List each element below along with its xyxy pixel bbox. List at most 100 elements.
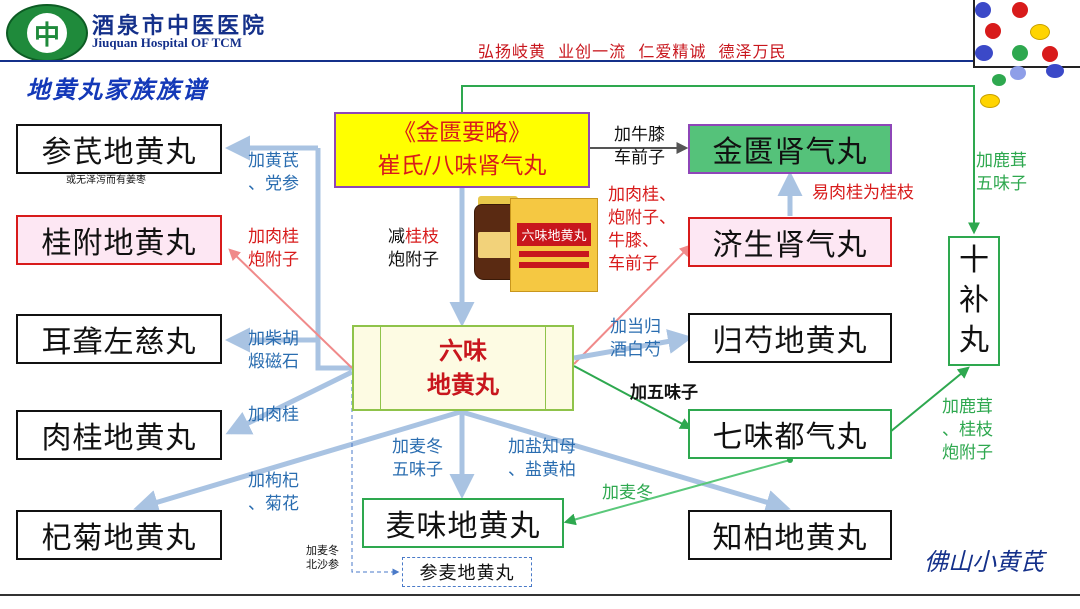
arrow-to-shenmai <box>351 380 400 576</box>
reduce-prefix: 减 <box>388 227 405 247</box>
label-line: 炮附子 <box>942 443 993 463</box>
box-origin-bawei: 《金匮要略》 崔氏/八味肾气丸 <box>334 112 590 188</box>
label-line: 车前子 <box>614 148 665 168</box>
box-maiwei-label: 麦味地黄丸 <box>385 509 541 544</box>
page-title: 地黄丸家族族谱 <box>26 75 208 104</box>
dot-icon <box>985 23 1001 39</box>
dot-icon <box>1042 46 1058 62</box>
box-maiwei-dihuang: 麦味地黄丸 <box>362 498 564 548</box>
label-to-rougui: 加肉桂 <box>248 405 299 425</box>
label-line: 炮附子 <box>248 250 299 270</box>
box-shenmai-label: 参麦地黄丸 <box>419 563 515 584</box>
label-line: 煅磁石 <box>248 352 299 372</box>
reduce-guizhi: 桂枝 <box>405 227 439 247</box>
hospital-slogan: 弘扬岐黄 业创一流 仁爱精诚 德泽万民 <box>478 42 787 61</box>
label-line: 加盐知母 <box>508 437 576 457</box>
center-line2: 地黄丸 <box>427 370 499 399</box>
label-line: 五味子 <box>976 174 1027 194</box>
label-to-jisheng: 加肉桂、 炮附子、 牛膝、 车前子 <box>608 184 676 276</box>
box-guifu-dihuang: 桂附地黄丸 <box>16 215 222 265</box>
label-line: 北沙参 <box>306 558 339 571</box>
box-jisheng-shenqi: 济生肾气丸 <box>688 217 892 267</box>
arrow-origin-to-shibu <box>461 85 980 235</box>
product-stripe <box>519 261 589 268</box>
box-zhibai-label: 知柏地黄丸 <box>712 521 868 556</box>
label-jisheng-to-jingui: 易肉桂为桂枝 <box>812 183 914 203</box>
label-line: 加肉桂、 <box>608 185 676 205</box>
label-line: 加牛膝 <box>614 125 665 145</box>
dot-icon <box>975 2 991 18</box>
arrow-to-qiwei <box>573 365 693 430</box>
dot-icon <box>975 45 993 61</box>
label-to-shenqi: 加黄芪 、党参 <box>248 150 299 196</box>
box-jingui-label: 金匮肾气丸 <box>712 135 868 170</box>
hospital-logo: 中 <box>6 4 88 62</box>
label-line: 加枸杞 <box>248 471 299 491</box>
arrow-to-qiju <box>133 409 461 515</box>
box-erlong-label: 耳聋左慈丸 <box>41 325 197 360</box>
product-package: 六味地黄丸 <box>510 198 598 292</box>
arrow-to-guishao <box>573 329 693 361</box>
box-qiju-dihuang: 杞菊地黄丸 <box>16 510 222 560</box>
label-reduce: 减桂枝 炮附子 <box>388 226 439 272</box>
corner-divider-vertical <box>973 0 975 68</box>
product-name: 六味地黄丸 <box>517 222 591 246</box>
arrow-to-jisheng <box>573 244 692 365</box>
center-line1: 六味 <box>439 336 487 365</box>
dot-icon <box>1012 2 1028 18</box>
arrow-qiwei-to-maiwei <box>563 459 791 526</box>
box-shibu-wan: 十 补 丸 <box>948 236 1000 366</box>
hospital-name-en: Jiuquan Hospital OF TCM <box>92 35 242 50</box>
author-signature: 佛山小黄芪 <box>924 548 1044 576</box>
label-line: 、桂枝 <box>942 420 993 440</box>
shenqi-note: 或无泽泻而有姜枣 <box>66 175 146 186</box>
center-rail-left <box>380 327 381 409</box>
shibu-char-3: 丸 <box>959 323 989 358</box>
label-to-shenmai: 加麦冬 北沙参 <box>306 544 339 572</box>
label-line: 加肉桂 <box>248 227 299 247</box>
label-shibu-from-qiwei: 加鹿茸 、桂枝 炮附子 <box>942 396 993 465</box>
box-qiju-label: 杞菊地黄丸 <box>41 521 197 556</box>
label-line: 、菊花 <box>248 494 299 514</box>
box-shenmai-dihuang: 参麦地黄丸 <box>402 557 532 587</box>
dot-icon <box>992 74 1006 86</box>
arrow-to-rougui <box>225 369 354 435</box>
label-line: 加鹿茸 <box>942 397 993 417</box>
shibu-char-2: 补 <box>959 283 989 318</box>
hospital-name-cn: 酒泉市中医医院 <box>92 13 268 39</box>
label-line: 加麦冬 <box>392 437 443 457</box>
dot-icon <box>1030 24 1050 40</box>
label-to-guishao: 加当归 酒白芍 <box>610 316 661 362</box>
corner-divider-horizontal <box>973 66 1080 68</box>
dot-icon <box>1012 45 1028 61</box>
box-guifu-label: 桂附地黄丸 <box>41 226 197 261</box>
label-line: 酒白芍 <box>610 340 661 360</box>
label-line: 加黄芪 <box>248 151 299 171</box>
header-divider <box>0 60 975 62</box>
label-line: 五味子 <box>392 460 443 480</box>
box-guishao-dihuang: 归芍地黄丸 <box>688 313 892 363</box>
label-to-guifu: 加肉桂 炮附子 <box>248 226 299 272</box>
origin-line1: 《金匮要略》 <box>393 120 531 146</box>
origin-line2: 崔氏/八味肾气丸 <box>377 153 547 179</box>
product-stripe <box>519 250 589 257</box>
label-line: 、党参 <box>248 174 299 194</box>
label-to-maiwei: 加麦冬 五味子 <box>392 436 443 482</box>
box-jisheng-label: 济生肾气丸 <box>712 228 868 263</box>
label-to-qiju: 加枸杞 、菊花 <box>248 470 299 516</box>
label-qiwei-to-maiwei: 加麦冬 <box>602 483 653 503</box>
box-erlong-zuoci: 耳聋左慈丸 <box>16 314 222 364</box>
box-guishao-label: 归芍地黄丸 <box>712 324 868 359</box>
box-rougui-dihuang: 肉桂地黄丸 <box>16 410 222 460</box>
label-line: 加鹿茸 <box>976 151 1027 171</box>
box-zhibai-dihuang: 知柏地黄丸 <box>688 510 892 560</box>
label-line: 、盐黄柏 <box>508 460 576 480</box>
box-shenqi-dihuang: 参芪地黄丸 <box>16 124 222 174</box>
label-to-qiwei: 加五味子 <box>630 383 698 403</box>
label-line: 车前子 <box>608 254 659 274</box>
dot-icon <box>1010 66 1026 80</box>
label-to-jingui: 加牛膝 车前子 <box>614 124 665 170</box>
label-line: 炮附子 <box>388 250 439 270</box>
box-shenqi-label: 参芪地黄丸 <box>41 135 197 170</box>
box-qiwei-duqi: 七味都气丸 <box>688 409 892 459</box>
